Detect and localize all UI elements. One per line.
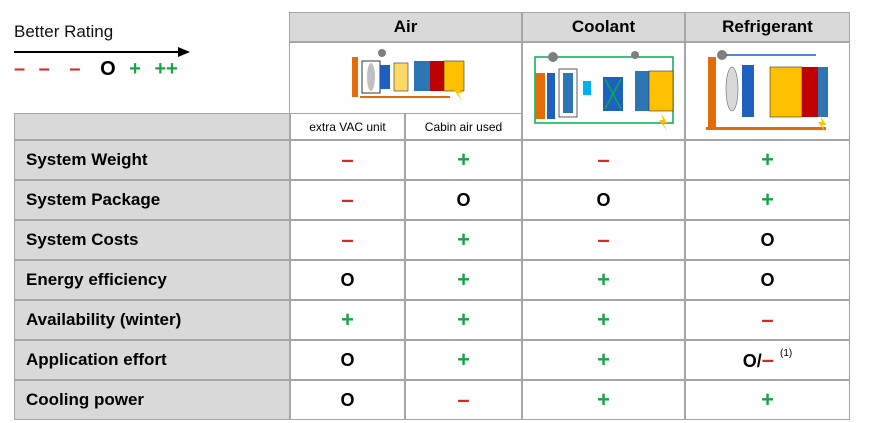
rating-cell: +: [522, 380, 685, 420]
rating-cell: +: [522, 300, 685, 340]
sub-label-extra-vac: extra VAC unit: [290, 113, 405, 140]
table-row: Energy efficiency O + + O: [14, 260, 850, 300]
rating-separator: /: [756, 351, 762, 371]
legend-symbols: – – – O + ++: [14, 58, 186, 81]
rating-cell: –: [290, 180, 405, 220]
rating-cell: +: [522, 260, 685, 300]
table-row: System Weight – + – +: [14, 140, 850, 180]
air-system-diagram-icon: [352, 49, 465, 101]
table-row: Application effort O + + O/–(1): [14, 340, 850, 380]
rating-part-bad: –: [761, 347, 775, 372]
row-label: System Costs: [14, 220, 290, 260]
row-label: Application effort: [14, 340, 290, 380]
rating-cell: +: [405, 300, 522, 340]
rating-cell: +: [522, 340, 685, 380]
row-label: Energy efficiency: [14, 260, 290, 300]
row-label: System Weight: [14, 140, 290, 180]
rating-cell: +: [405, 140, 522, 180]
rating-legend: Better Rating – – – O + ++: [12, 22, 212, 92]
rating-cell: –: [405, 380, 522, 420]
rating-cell: –: [685, 300, 850, 340]
air-diagram-cell: [289, 42, 522, 114]
legend-title: Better Rating: [14, 22, 114, 41]
rating-cell: +: [405, 220, 522, 260]
rating-cell: O: [290, 260, 405, 300]
table-row: System Costs – + – O: [14, 220, 850, 260]
row-label: Availability (winter): [14, 300, 290, 340]
table-row: Cooling power O – + +: [14, 380, 850, 420]
rating-cell: +: [685, 140, 850, 180]
legend-good: +: [129, 58, 141, 80]
sub-label-cabin-air: Cabin air used: [405, 113, 522, 140]
header-air: Air: [289, 12, 522, 42]
rating-cell: –: [290, 220, 405, 260]
legend-very-bad: – –: [14, 58, 54, 80]
row-label: System Package: [14, 180, 290, 220]
rating-cell: O: [290, 380, 405, 420]
legend-neutral: O: [100, 58, 116, 80]
rating-cell: +: [685, 180, 850, 220]
rating-value: O/–: [743, 347, 774, 372]
rating-cell: –: [290, 140, 405, 180]
table-corner: [14, 113, 290, 140]
legend-bad: –: [69, 58, 85, 80]
coolant-diagram-cell: [522, 42, 685, 140]
table-row: System Package – O O +: [14, 180, 850, 220]
rating-cell-with-footnote: O/–(1): [685, 340, 850, 380]
rating-cell: –: [522, 140, 685, 180]
rating-cell: +: [290, 300, 405, 340]
header-refrigerant: Refrigerant: [685, 12, 850, 42]
rating-cell: +: [405, 340, 522, 380]
rating-cell: +: [405, 260, 522, 300]
rating-part-neutral: O: [742, 351, 757, 371]
header-coolant: Coolant: [522, 12, 685, 42]
rating-cell: O: [522, 180, 685, 220]
rating-cell: –: [522, 220, 685, 260]
row-label: Cooling power: [14, 380, 290, 420]
rating-cell: O: [290, 340, 405, 380]
arrow-right-icon: [14, 47, 190, 57]
refrigerant-diagram-cell: [685, 42, 850, 140]
table-row: Availability (winter) + + + –: [14, 300, 850, 340]
coolant-system-diagram-icon: [534, 51, 674, 131]
footnote-marker: (1): [780, 348, 793, 359]
rating-cell: O: [685, 220, 850, 260]
rating-cell: O: [405, 180, 522, 220]
rating-cell: +: [685, 380, 850, 420]
rating-cell: O: [685, 260, 850, 300]
legend-very-good: ++: [154, 58, 178, 80]
refrigerant-system-diagram-icon: [706, 50, 828, 133]
